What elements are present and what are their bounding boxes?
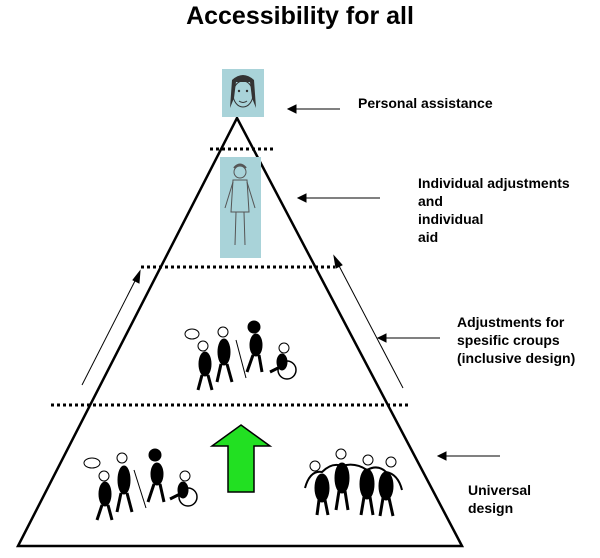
- label-line: Personal assistance: [358, 95, 493, 111]
- pyramid-outline: [15, 115, 465, 548]
- label-individual-adjustments: Individual adjustments and individual ai…: [418, 174, 570, 246]
- right-diagonal-arrow: [333, 254, 404, 389]
- green-up-arrow-icon: [209, 424, 273, 493]
- pointer-arrow-groups: [376, 333, 440, 343]
- label-line: and: [418, 193, 443, 209]
- left-diagonal-arrow: [81, 269, 141, 386]
- label-personal-assistance: Personal assistance: [358, 94, 493, 112]
- label-line: aid: [418, 229, 439, 245]
- label-line: Individual adjustments: [418, 175, 570, 191]
- pointer-arrow-universal: [436, 451, 500, 461]
- label-universal-design: Universal design: [468, 481, 531, 517]
- diagram-title: Accessibility for all: [186, 2, 414, 30]
- standing-person-icon: [220, 157, 261, 258]
- left-people-group-icon: [83, 448, 198, 521]
- label-line: individual: [418, 211, 484, 227]
- label-line: Universal: [468, 482, 532, 498]
- label-line: Adjustments for: [457, 314, 565, 330]
- label-line: design: [468, 500, 514, 516]
- pointer-arrow-individual: [296, 193, 380, 203]
- label-line: (inclusive design): [457, 350, 576, 366]
- center-people-group-icon: [184, 320, 297, 391]
- label-line: spesific croups: [457, 332, 560, 348]
- pointer-arrow-personal: [286, 104, 340, 114]
- people-holding-hands-icon: [304, 448, 403, 517]
- label-specific-groups: Adjustments for spesific croups (inclusi…: [457, 313, 575, 367]
- face-portrait-icon: [222, 69, 264, 117]
